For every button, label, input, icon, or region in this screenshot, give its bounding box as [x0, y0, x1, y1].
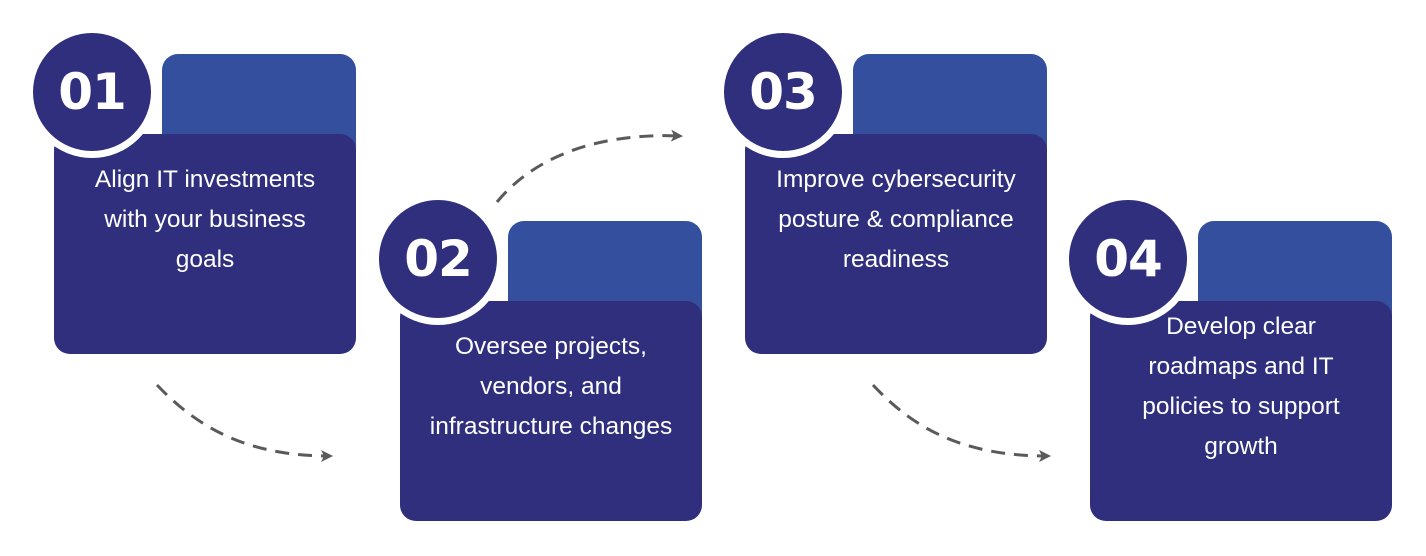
step-card-04: 04 Develop clear roadmaps and IT policie… [1062, 193, 1392, 521]
step-description: Develop clear roadmaps and IT policies t… [1142, 313, 1340, 460]
step-number-badge: 04 [1062, 193, 1194, 325]
step-number-badge: 03 [717, 26, 849, 158]
card-body [745, 134, 1047, 354]
step-number: 01 [58, 63, 127, 121]
step-number: 02 [404, 230, 473, 288]
step-card-01: 01 Align IT investments with your busine… [26, 26, 356, 354]
step-card-03: 03 Improve cybersecurity posture & compl… [717, 26, 1047, 354]
card-body [1090, 301, 1392, 521]
card-body [400, 301, 702, 521]
step-description: Align IT investments with your business … [94, 166, 316, 273]
arrow-01-to-02 [155, 383, 333, 462]
arrow-02-to-03 [495, 129, 683, 203]
step-description: Improve cybersecurity posture & complian… [776, 166, 1016, 273]
step-description: Oversee projects, vendors, and infrastru… [429, 333, 673, 440]
arrow-03-to-04 [871, 383, 1051, 462]
card-body [54, 134, 356, 354]
step-number-badge: 02 [372, 193, 504, 325]
step-number-badge: 01 [26, 26, 158, 158]
step-number: 03 [749, 63, 818, 121]
step-number: 04 [1094, 230, 1163, 288]
step-card-02: 02 Oversee projects, vendors, and infras… [372, 193, 702, 521]
